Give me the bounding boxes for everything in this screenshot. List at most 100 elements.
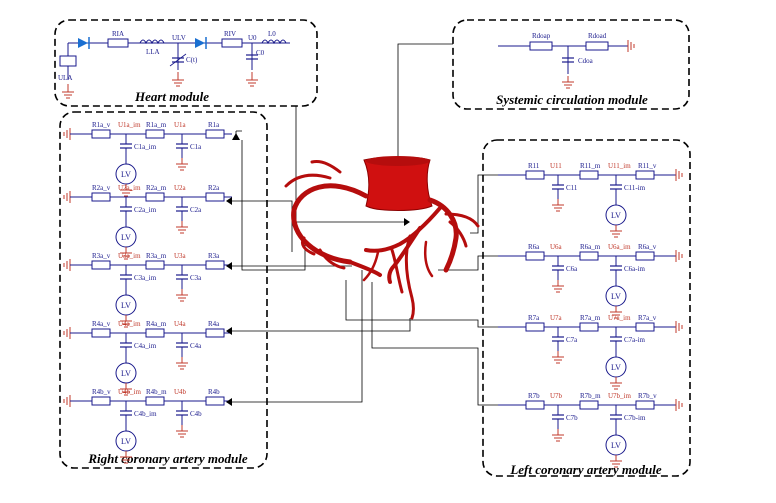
cdoa-label: Cdoa xyxy=(578,57,594,65)
resistor-label: R4a xyxy=(208,320,220,328)
resistor-label: R7b_m xyxy=(580,392,601,400)
ria-label: RIA xyxy=(112,30,124,38)
node-label: U11_im xyxy=(608,162,631,170)
ground-icon xyxy=(552,199,564,212)
resistor-label: R6a_m xyxy=(580,243,601,251)
resistor xyxy=(91,192,111,202)
ground-icon xyxy=(63,327,71,339)
resistor-label: R3a_m xyxy=(146,252,167,260)
resistor xyxy=(635,251,655,261)
ground-icon xyxy=(610,377,622,390)
ground-icon xyxy=(552,351,564,364)
rdoad-resistor xyxy=(585,41,609,51)
resistor-label: R1a xyxy=(208,121,220,129)
ground-icon xyxy=(627,40,635,52)
node-label: U6a xyxy=(550,243,563,251)
resistor xyxy=(91,328,111,338)
resistor-label: R4a_m xyxy=(146,320,167,328)
capacitor-label: C4b xyxy=(190,410,202,418)
ground-icon xyxy=(176,289,188,302)
resistor-label: R2a_m xyxy=(146,184,167,192)
ground-icon xyxy=(176,357,188,370)
lv-label: LV xyxy=(611,211,621,220)
capacitor-label: C6a-im xyxy=(624,265,646,273)
lla-label: LLA xyxy=(146,48,160,56)
resistor-label: R3a_v xyxy=(92,252,111,260)
ground-icon xyxy=(120,451,132,464)
systemic-module-title: Systemic circulation module xyxy=(496,92,648,107)
resistor-label: R11_v xyxy=(638,162,657,170)
resistor xyxy=(525,400,545,410)
resistor-label: R7b_v xyxy=(638,392,657,400)
rdoap-label: Rdoap xyxy=(532,32,551,40)
heart-module: Heart module ULA RIA LLA ULV C(t) RIV U0 xyxy=(54,19,318,107)
c0-label: C0 xyxy=(256,49,265,57)
lv-label: LV xyxy=(611,292,621,301)
capacitor-label: C7a-im xyxy=(624,336,646,344)
ground-icon xyxy=(552,280,564,293)
resistor xyxy=(525,170,545,180)
lv-label: LV xyxy=(121,233,131,242)
coronary-heart-illustration xyxy=(284,156,480,320)
resistor xyxy=(635,322,655,332)
ground-icon xyxy=(63,259,71,271)
capacitor-label: C7a xyxy=(566,336,578,344)
resistor xyxy=(145,192,165,202)
connector-left-4 xyxy=(371,282,498,406)
ulv-label: ULV xyxy=(172,34,186,42)
resistor-label: R7b xyxy=(528,392,540,400)
node-label: U7a xyxy=(550,314,563,322)
resistor-label: R4b xyxy=(208,388,220,396)
resistor-label: R7a xyxy=(528,314,540,322)
resistor-label: R4a_v xyxy=(92,320,111,328)
node-label: U6a_im xyxy=(608,243,631,251)
resistor-label: R7a_v xyxy=(638,314,657,322)
node-label: U7a_im xyxy=(608,314,631,322)
capacitor-label: C7b xyxy=(566,414,578,422)
lv-label: LV xyxy=(121,170,131,179)
capacitor-label: C1a xyxy=(190,143,202,151)
resistor xyxy=(525,251,545,261)
resistor-label: R2a xyxy=(208,184,220,192)
ground-icon xyxy=(63,191,71,203)
node-label: U7b_im xyxy=(608,392,632,400)
node-label: U4b_im xyxy=(118,388,142,396)
resistor xyxy=(91,260,111,270)
node-label: U2a_im xyxy=(118,184,141,192)
systemic-module-border xyxy=(452,19,690,110)
node-label: U3a_im xyxy=(118,252,141,260)
connector-left-1 xyxy=(470,174,498,234)
diode-icon xyxy=(195,38,205,48)
connector-systemic xyxy=(397,43,453,165)
rdoad-label: Rdoad xyxy=(588,32,607,40)
resistor xyxy=(205,129,225,139)
resistor xyxy=(635,170,655,180)
ground-icon xyxy=(120,247,132,260)
capacitor-label: C2a xyxy=(190,206,202,214)
capacitor-label: C2a_im xyxy=(134,206,157,214)
capacitor-label: C4a_im xyxy=(134,342,157,350)
resistor xyxy=(205,328,225,338)
resistor xyxy=(579,170,599,180)
resistor xyxy=(205,260,225,270)
right-module-title: Right coronary artery module xyxy=(87,451,247,466)
ground-icon xyxy=(120,383,132,396)
capacitor-label: C11 xyxy=(566,184,578,192)
resistor xyxy=(525,322,545,332)
capacitor-label: C7b-im xyxy=(624,414,646,422)
ground-icon xyxy=(675,321,683,333)
resistor xyxy=(145,396,165,406)
node-label: U1a xyxy=(174,121,187,129)
resistor-label: R1a_m xyxy=(146,121,167,129)
ground-icon xyxy=(675,250,683,262)
resistor xyxy=(579,400,599,410)
capacitor-label: C6a xyxy=(566,265,578,273)
u0-label: U0 xyxy=(248,34,257,42)
